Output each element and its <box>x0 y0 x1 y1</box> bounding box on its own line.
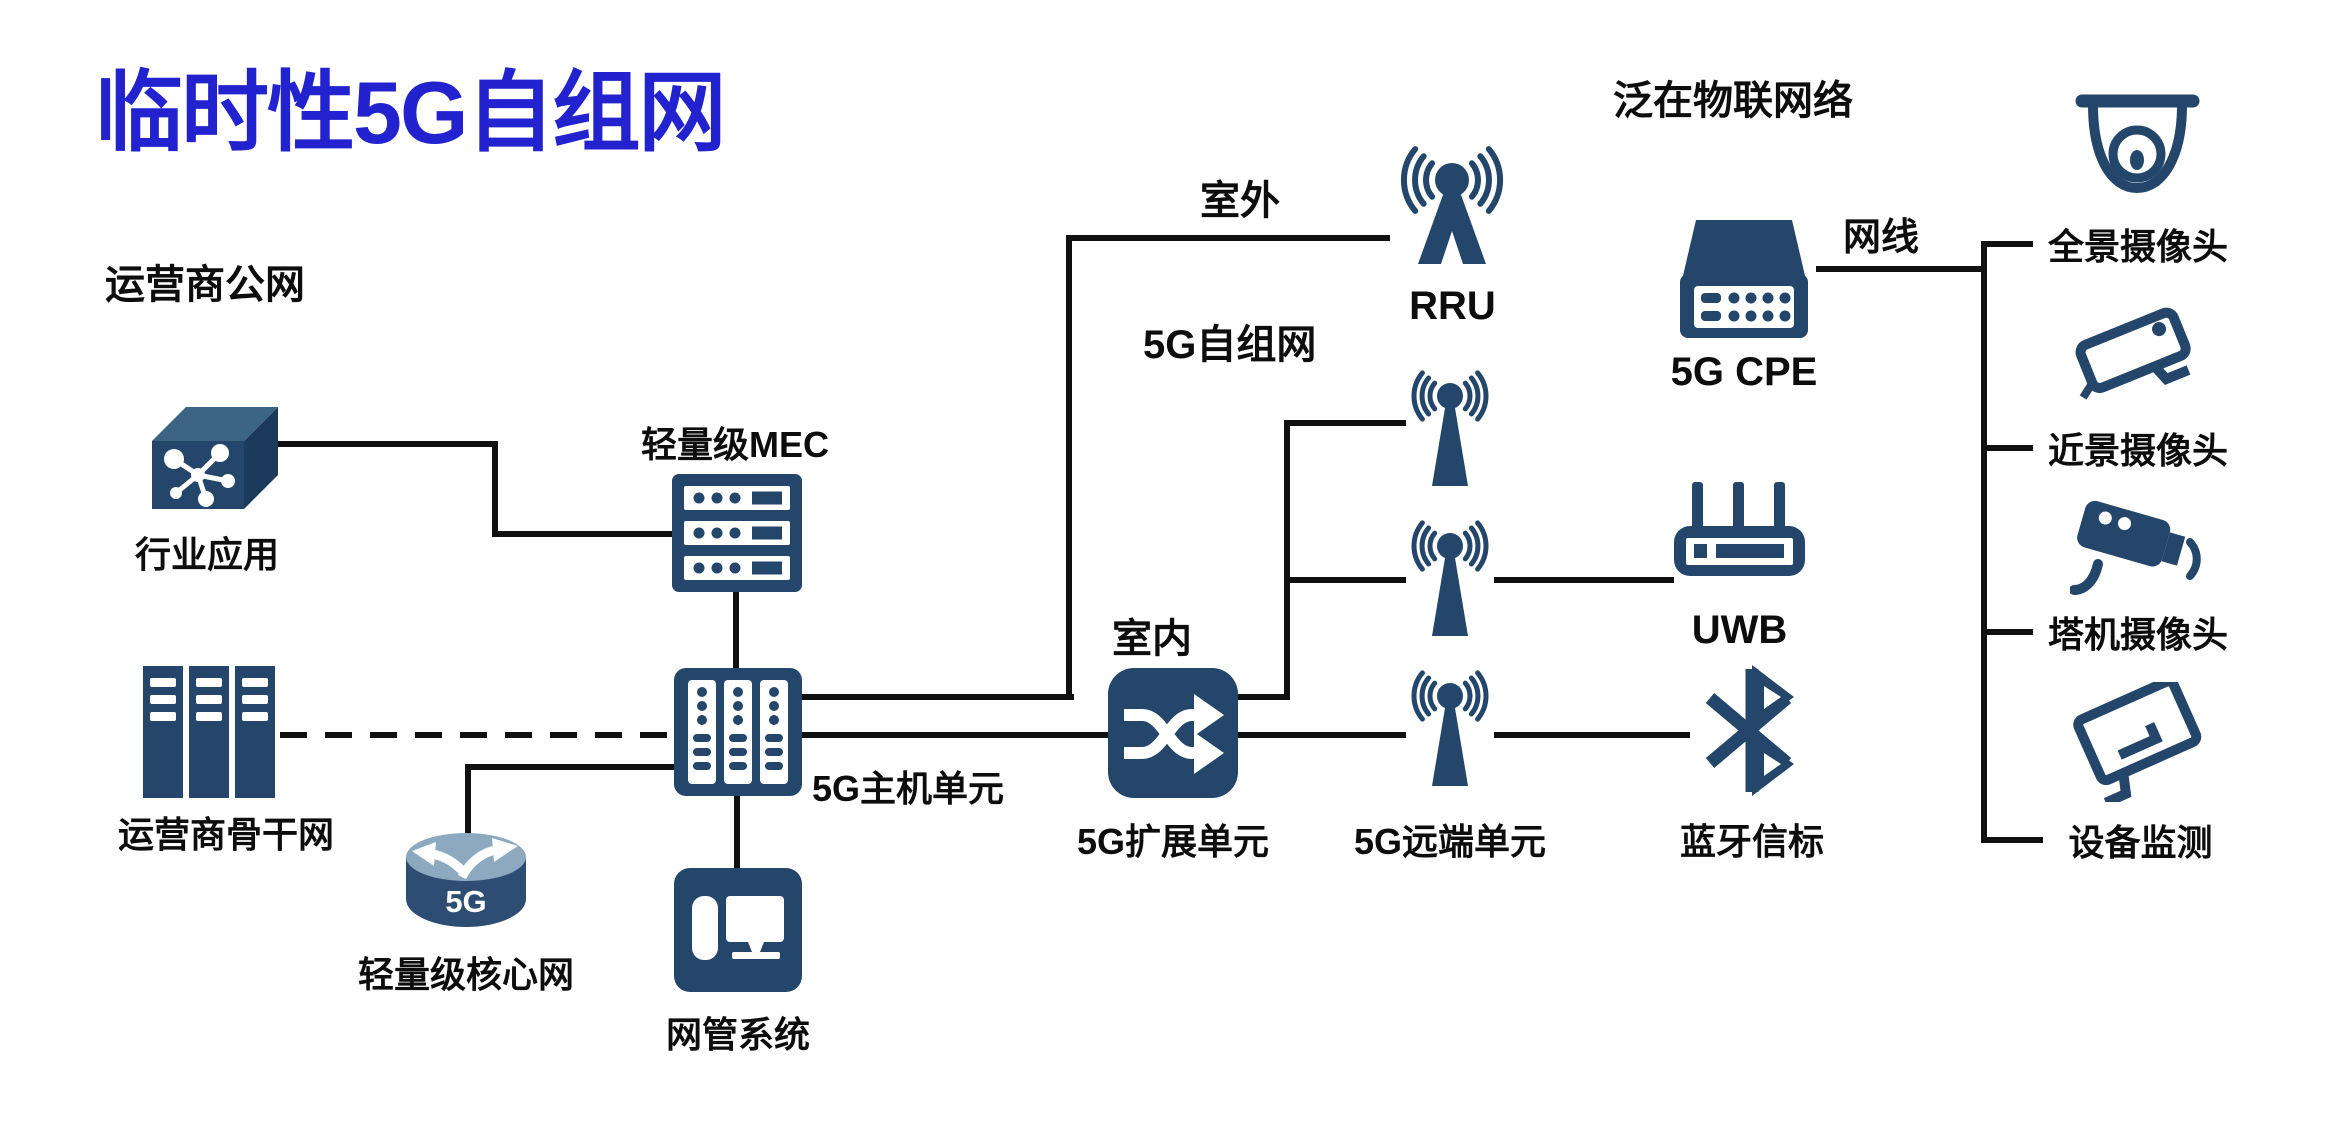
connector-line <box>1816 266 1984 272</box>
node-label-tower-crane-camera: 塔机摄像头 <box>2047 614 2228 655</box>
connector-line <box>465 764 471 835</box>
cctv-camera-icon <box>2075 307 2191 400</box>
router-5g-badge: 5G <box>445 884 487 919</box>
connector-line <box>1981 241 2033 247</box>
diagram-title: 临时性5G自组网 <box>95 63 726 162</box>
connector-line <box>492 531 678 537</box>
antenna-icon <box>1411 520 1489 636</box>
node-label-rru: RRU <box>1409 284 1496 328</box>
zone-label-indoor: 室内 <box>1112 617 1192 661</box>
zone-label-outdoor: 室外 <box>1200 179 1280 223</box>
tower-camera-icon <box>2070 500 2201 595</box>
connector-line <box>733 592 739 672</box>
shuffle-switch-icon <box>1108 668 1238 798</box>
connector-dashed-line <box>280 732 678 738</box>
node-label-extension-unit: 5G扩展单元 <box>1076 821 1270 862</box>
connector-line <box>1066 235 1072 700</box>
node-label-remote-unit: 5G远端单元 <box>1353 821 1547 862</box>
link-label-ethernet: 网线 <box>1843 217 1920 259</box>
connector-line <box>1284 420 1406 426</box>
cube-network-icon <box>152 407 278 509</box>
cpe-modem-icon <box>1680 220 1808 338</box>
node-label-lightweight-mec: 轻量级MEC <box>641 424 829 465</box>
node-label-panorama-camera: 全景摄像头 <box>2047 226 2228 267</box>
node-label-cpe: 5G CPE <box>1670 350 1818 394</box>
bluetooth-icon <box>1705 665 1794 796</box>
connector-line <box>1284 420 1290 700</box>
dome-camera-icon <box>2075 94 2200 194</box>
rru-antenna-icon <box>1400 146 1504 264</box>
connector-line <box>1236 694 1290 700</box>
node-label-operator-backbone: 运营商骨干网 <box>117 814 334 855</box>
connector-line <box>1981 445 2033 451</box>
connector-line <box>492 441 498 537</box>
connector-line <box>1494 577 1674 583</box>
monitor-pc-icon <box>674 868 802 992</box>
node-label-lightweight-core: 轻量级核心网 <box>357 954 574 995</box>
node-label-uwb: UWB <box>1691 608 1788 652</box>
blade-server-icon <box>674 668 802 796</box>
uwb-router-icon <box>1674 482 1805 576</box>
router-5g-icon <box>406 833 526 927</box>
node-label-host-unit: 5G主机单元 <box>812 768 1005 809</box>
node-label-nms: 网管系统 <box>665 1014 810 1055</box>
connector-line <box>1284 577 1406 583</box>
connector-line <box>802 732 1110 738</box>
server-stack-icon <box>672 474 802 592</box>
section-operator-public-net: 运营商公网 <box>105 263 305 307</box>
server-towers-icon <box>143 666 275 798</box>
section-ubiquitous-iot-net: 泛在物联网络 <box>1613 79 1853 123</box>
tilted-monitor-icon <box>2073 682 2202 802</box>
connector-line <box>1494 732 1690 738</box>
node-label-device-monitoring: 设备监测 <box>2068 822 2213 863</box>
section-adhoc-5g-net: 5G自组网 <box>1143 323 1317 367</box>
node-label-bluetooth-beacon: 蓝牙信标 <box>1679 821 1824 862</box>
connector-line <box>1981 837 2043 843</box>
connector-line <box>802 694 1074 700</box>
node-label-industry-app: 行业应用 <box>134 534 279 575</box>
antenna-icon <box>1411 370 1489 486</box>
connector-line <box>734 796 740 872</box>
connector-line <box>274 441 498 447</box>
connector-line <box>1981 629 2033 635</box>
node-label-close-camera: 近景摄像头 <box>2047 430 2228 471</box>
connector-line <box>1236 732 1406 738</box>
connector-line <box>1066 235 1390 241</box>
connector-line <box>465 764 678 770</box>
connector-line <box>1981 241 1987 843</box>
antenna-icon <box>1411 670 1489 786</box>
